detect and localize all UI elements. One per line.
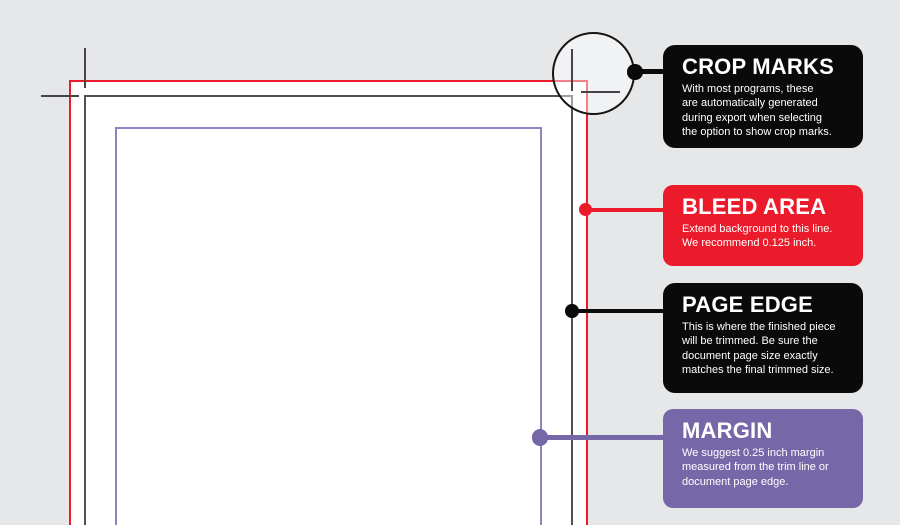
callout-bleed-area: BLEED AREA Extend background to this lin… bbox=[663, 185, 863, 266]
callout-body: We suggest 0.25 inch margin measured fro… bbox=[682, 446, 855, 489]
callout-body-line: We suggest 0.25 inch margin bbox=[682, 446, 825, 459]
page-edge-rect bbox=[84, 95, 573, 525]
callout-margin: MARGIN We suggest 0.25 inch margin measu… bbox=[663, 409, 863, 508]
callout-body-line: are automatically generated bbox=[682, 97, 818, 110]
callout-body: Extend background to this line. We recom… bbox=[682, 222, 855, 251]
callout-body-line: Extend background to this line. bbox=[682, 222, 833, 235]
page-edge-connector-line bbox=[570, 308, 664, 314]
callout-body-line: matches the final trimmed size. bbox=[682, 363, 834, 376]
crop-mark-top-left-vertical bbox=[84, 48, 87, 88]
callout-body-line: This is where the finished piece bbox=[682, 320, 836, 333]
callout-title: BLEED AREA bbox=[682, 194, 827, 219]
page-edge-connector-dot bbox=[565, 304, 579, 318]
crop-mark-top-left-horizontal bbox=[40, 95, 79, 98]
callout-body-line: measured from the trim line or bbox=[682, 461, 829, 474]
crop-marks-connector-dot bbox=[627, 64, 643, 80]
callout-title: MARGIN bbox=[682, 418, 773, 443]
callout-body-line: document page size exactly bbox=[682, 349, 818, 362]
callout-body-line: during export when selecting bbox=[682, 111, 823, 124]
margin-rect bbox=[115, 127, 542, 525]
callout-page-edge: PAGE EDGE This is where the finished pie… bbox=[663, 283, 863, 393]
callout-body-line: the option to show crop marks. bbox=[682, 125, 832, 138]
callout-body: With most programs, these are automatica… bbox=[682, 82, 855, 139]
margin-connector-dot bbox=[531, 428, 549, 446]
callout-body-line: document page edge. bbox=[682, 475, 789, 488]
callout-body-line: We recommend 0.125 inch. bbox=[682, 237, 817, 250]
callout-body-line: will be trimmed. Be sure the bbox=[682, 335, 818, 348]
callout-title: CROP MARKS bbox=[682, 54, 834, 79]
margin-connector-line bbox=[539, 434, 664, 441]
callout-crop-marks: CROP MARKS With most programs, these are… bbox=[663, 45, 863, 148]
crop-mark-top-right-horizontal bbox=[581, 91, 620, 94]
callout-body: This is where the finished piece will be… bbox=[682, 320, 855, 377]
callout-title: PAGE EDGE bbox=[682, 292, 813, 317]
bleed-area-connector-dot bbox=[578, 203, 592, 217]
magnifier-circle bbox=[551, 31, 635, 115]
crop-marks-connector-line bbox=[634, 69, 664, 74]
crop-mark-top-right-vertical bbox=[570, 49, 573, 91]
bleed-area-connector-line bbox=[584, 207, 664, 212]
callout-body-line: With most programs, these bbox=[682, 82, 814, 95]
